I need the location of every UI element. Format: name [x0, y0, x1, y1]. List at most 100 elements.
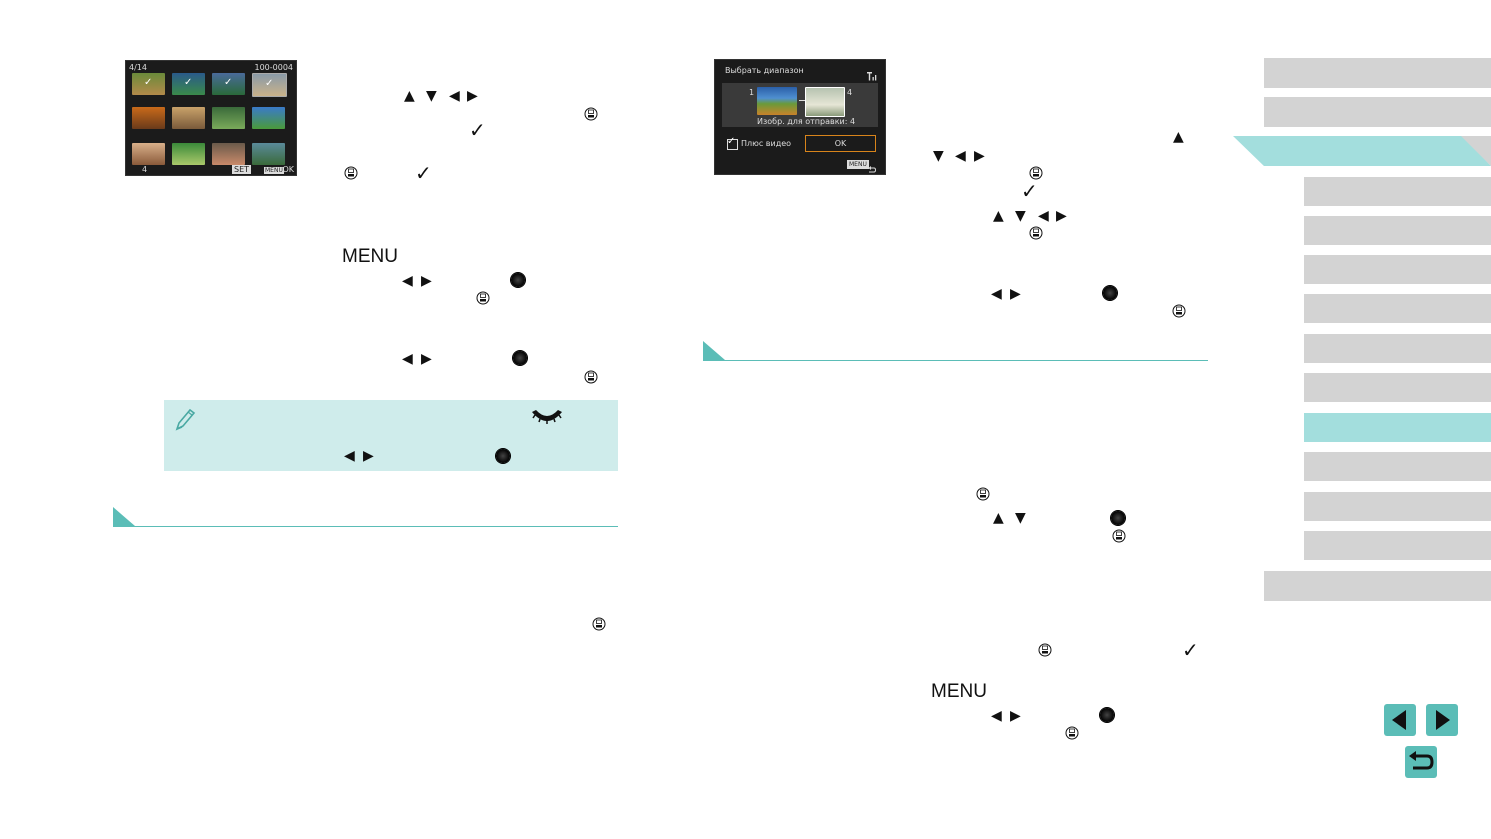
previous-arrow-icon — [1392, 710, 1406, 730]
selected-count: 4 — [142, 165, 148, 174]
return-button[interactable] — [1405, 746, 1437, 778]
check-icon: ✓ — [144, 77, 153, 88]
thumbnail[interactable]: ✓ — [172, 73, 205, 95]
control-dial-icon — [513, 351, 527, 365]
menu-back-label: MENU — [847, 160, 869, 169]
control-dial-icon — [1111, 511, 1125, 525]
sidebar-subtab[interactable] — [1304, 373, 1491, 402]
control-dial-icon — [511, 273, 525, 287]
return-arrow-icon — [1409, 751, 1434, 770]
thumbnail[interactable] — [252, 143, 285, 165]
arrow-right-icon: ▶ — [363, 448, 374, 464]
range-start-thumbnail[interactable] — [757, 87, 797, 115]
thumbnail[interactable]: ✓ — [212, 73, 245, 95]
menu-label: MENU — [264, 167, 284, 174]
section-header-marker — [113, 507, 135, 526]
thumbnail[interactable] — [252, 107, 285, 129]
checkbox-check-icon: ✓ — [727, 136, 736, 147]
thumbnail[interactable] — [212, 107, 245, 129]
arrow-up-icon: ▲ — [1173, 129, 1184, 145]
thumbnail[interactable] — [212, 143, 245, 165]
arrow-left-icon: ◀ — [991, 286, 1002, 302]
front-dial-icon — [530, 408, 564, 432]
range-panel — [722, 83, 878, 127]
thumbnail[interactable] — [132, 107, 165, 129]
arrow-up-icon: ▲ — [404, 88, 415, 104]
check-icon: ✓ — [415, 161, 432, 185]
thumbnail[interactable] — [132, 143, 165, 165]
arrow-left-icon: ◀ — [402, 351, 413, 367]
arrow-down-icon: ▼ — [1015, 510, 1026, 526]
image-select-screen: 4/14 100-0004 ✓ ✓ ✓ ✓ 4 SET MENU OK — [125, 60, 297, 176]
arrow-right-icon: ▶ — [1056, 208, 1067, 224]
screen-title: Выбрать диапазон — [725, 66, 804, 75]
prev-page-button[interactable] — [1384, 704, 1416, 736]
pencil-icon — [173, 407, 197, 439]
plus-video-label: Плюс видео — [741, 139, 792, 148]
arrow-left-icon: ◀ — [402, 273, 413, 289]
sidebar-subtab-active[interactable] — [1304, 413, 1491, 442]
func-set-button-icon — [1029, 226, 1043, 240]
image-counter: 4/14 — [129, 63, 147, 72]
menu-button-icon: MENU — [342, 246, 398, 267]
check-icon: ✓ — [184, 77, 193, 88]
sidebar-subtab[interactable] — [1304, 177, 1491, 206]
arrow-right-icon: ▶ — [1010, 708, 1021, 724]
thumbnail[interactable]: ✓ — [132, 73, 165, 95]
sidebar-subtab[interactable] — [1304, 255, 1491, 284]
arrow-right-icon: ▶ — [974, 148, 985, 164]
section-divider — [113, 526, 618, 527]
range-start: 1 — [749, 88, 755, 97]
back-arrow-icon — [868, 159, 877, 174]
sidebar-subtab[interactable] — [1304, 294, 1491, 323]
range-end-thumbnail[interactable] — [805, 87, 845, 117]
func-set-button-icon — [584, 107, 598, 121]
check-icon: ✓ — [265, 78, 274, 89]
func-set-button-icon — [344, 166, 358, 180]
arrow-left-icon: ◀ — [955, 148, 966, 164]
func-set-button-icon — [584, 370, 598, 384]
sidebar-tab[interactable] — [1264, 97, 1491, 127]
sidebar-subtab[interactable] — [1304, 531, 1491, 560]
arrow-left-icon: ◀ — [1038, 208, 1049, 224]
menu-button-icon: MENU — [931, 681, 987, 702]
control-dial-icon — [1100, 708, 1114, 722]
section-header-marker — [703, 341, 725, 360]
next-page-button[interactable] — [1426, 704, 1458, 736]
sidebar-subtab[interactable] — [1304, 492, 1491, 521]
sidebar-subtab[interactable] — [1304, 216, 1491, 245]
arrow-right-icon: ▶ — [421, 273, 432, 289]
sidebar-tab-active-chapter[interactable] — [1233, 136, 1491, 166]
check-icon: ✓ — [469, 118, 486, 142]
set-label: SET — [232, 165, 252, 174]
arrow-left-icon: ◀ — [449, 88, 460, 104]
thumbnail[interactable] — [172, 107, 205, 129]
control-dial-icon — [496, 449, 510, 463]
sidebar-tab[interactable] — [1264, 58, 1491, 88]
sidebar-subtab[interactable] — [1304, 334, 1491, 363]
check-icon: ✓ — [1021, 179, 1038, 203]
arrow-right-icon: ▶ — [1010, 286, 1021, 302]
thumbnail[interactable]: ✓ — [252, 73, 287, 97]
func-set-button-icon — [1172, 304, 1186, 318]
plus-video-checkbox[interactable] — [727, 139, 738, 150]
next-arrow-icon — [1436, 710, 1450, 730]
arrow-right-icon: ▶ — [421, 351, 432, 367]
arrow-right-icon: ▶ — [467, 88, 478, 104]
func-set-button-icon — [1038, 643, 1052, 657]
file-number: 100-0004 — [254, 63, 293, 72]
func-set-button-icon — [1065, 726, 1079, 740]
func-set-button-icon — [1112, 529, 1126, 543]
sidebar-tab[interactable] — [1264, 571, 1491, 601]
arrow-up-icon: ▲ — [993, 208, 1004, 224]
select-range-screen: Выбрать диапазон 1 4 Изобр. для отправки… — [714, 59, 886, 175]
ok-button[interactable]: OK — [805, 135, 876, 152]
func-set-button-icon — [476, 291, 490, 305]
section-divider — [703, 360, 1208, 361]
arrow-down-icon: ▼ — [1015, 208, 1026, 224]
thumbnail[interactable] — [172, 143, 205, 165]
check-icon: ✓ — [1182, 638, 1199, 662]
func-set-button-icon — [976, 487, 990, 501]
check-icon: ✓ — [224, 77, 233, 88]
sidebar-subtab[interactable] — [1304, 452, 1491, 481]
